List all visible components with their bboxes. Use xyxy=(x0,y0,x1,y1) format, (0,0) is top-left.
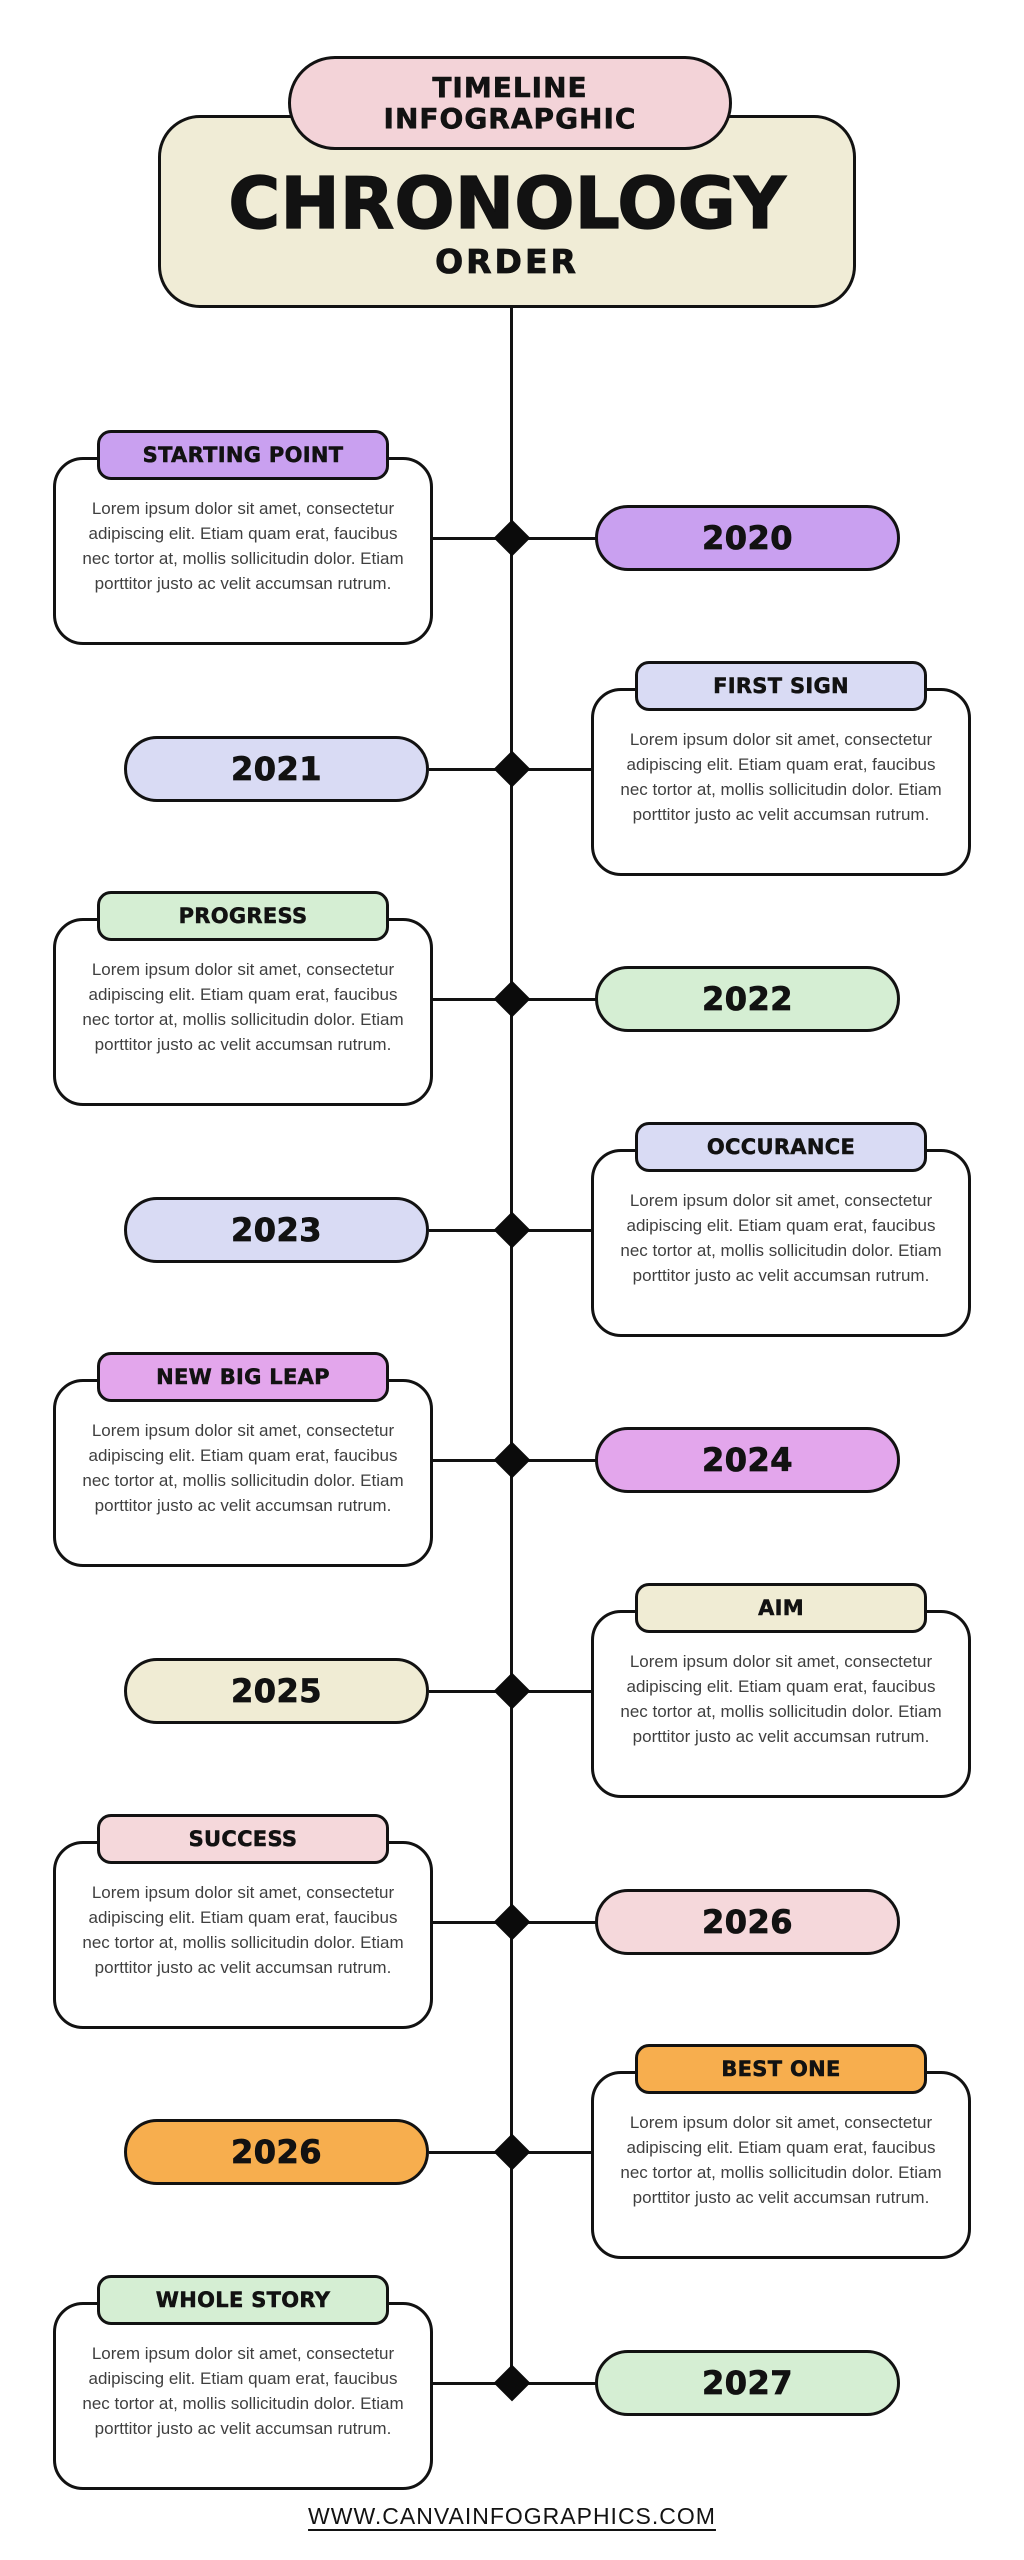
year-pill: 2026 xyxy=(595,1889,900,1955)
event-card: PROGRESS Lorem ipsum dolor sit amet, con… xyxy=(53,891,433,1106)
event-card: SUCCESS Lorem ipsum dolor sit amet, cons… xyxy=(53,1814,433,2029)
event-label-pill: NEW BIG LEAP xyxy=(97,1352,389,1402)
event-description: Lorem ipsum dolor sit amet, consectetur … xyxy=(82,960,404,1054)
diamond-marker xyxy=(493,750,531,788)
diamond-marker xyxy=(493,980,531,1018)
event-label-pill: OCCURANCE xyxy=(635,1122,927,1172)
event-description: Lorem ipsum dolor sit amet, consectetur … xyxy=(82,499,404,593)
year-pill: 2025 xyxy=(124,1658,429,1724)
event-card: AIM Lorem ipsum dolor sit amet, consecte… xyxy=(591,1583,971,1798)
year-text: 2020 xyxy=(701,519,794,558)
event-label-pill: BEST ONE xyxy=(635,2044,927,2094)
badge-line-2: INFOGRAPGHIC xyxy=(383,102,637,135)
page-title: CHRONOLOGY xyxy=(228,162,787,245)
diamond-marker xyxy=(493,2364,531,2402)
year-pill: 2020 xyxy=(595,505,900,571)
year-text: 2025 xyxy=(230,1672,323,1711)
event-description: Lorem ipsum dolor sit amet, consectetur … xyxy=(620,2113,942,2207)
event-card: NEW BIG LEAP Lorem ipsum dolor sit amet,… xyxy=(53,1352,433,1567)
footer: WWW.CANVAINFOGRAPHICS.COM xyxy=(0,2503,1024,2530)
event-label-pill: WHOLE STORY xyxy=(97,2275,389,2325)
year-pill: 2023 xyxy=(124,1197,429,1263)
year-pill: 2027 xyxy=(595,2350,900,2416)
event-description: Lorem ipsum dolor sit amet, consectetur … xyxy=(82,1421,404,1515)
year-text: 2023 xyxy=(230,1211,323,1250)
event-description: Lorem ipsum dolor sit amet, consectetur … xyxy=(620,1652,942,1746)
event-description: Lorem ipsum dolor sit amet, consectetur … xyxy=(82,2344,404,2438)
event-description: Lorem ipsum dolor sit amet, consectetur … xyxy=(620,730,942,824)
event-card: STARTING POINT Lorem ipsum dolor sit ame… xyxy=(53,430,433,645)
event-label-pill: AIM xyxy=(635,1583,927,1633)
website-link[interactable]: WWW.CANVAINFOGRAPHICS.COM xyxy=(308,2503,716,2529)
year-pill: 2026 xyxy=(124,2119,429,2185)
year-text: 2021 xyxy=(230,750,323,789)
year-text: 2024 xyxy=(701,1441,794,1480)
year-pill: 2024 xyxy=(595,1427,900,1493)
header-badge: TIMELINE INFOGRAPGHIC xyxy=(288,56,732,150)
diamond-marker xyxy=(493,2133,531,2171)
year-text: 2022 xyxy=(701,980,794,1019)
badge-line-1: TIMELINE xyxy=(432,71,588,104)
year-text: 2026 xyxy=(701,1903,794,1942)
event-card: FIRST SIGN Lorem ipsum dolor sit amet, c… xyxy=(591,661,971,876)
timeline-spine xyxy=(510,308,513,2383)
year-pill: 2021 xyxy=(124,736,429,802)
year-pill: 2022 xyxy=(595,966,900,1032)
event-label-pill: PROGRESS xyxy=(97,891,389,941)
diamond-marker xyxy=(493,1903,531,1941)
event-label-pill: FIRST SIGN xyxy=(635,661,927,711)
diamond-marker xyxy=(493,1672,531,1710)
year-text: 2027 xyxy=(701,2364,794,2403)
event-description: Lorem ipsum dolor sit amet, consectetur … xyxy=(82,1883,404,1977)
event-card: WHOLE STORY Lorem ipsum dolor sit amet, … xyxy=(53,2275,433,2490)
event-description: Lorem ipsum dolor sit amet, consectetur … xyxy=(620,1191,942,1285)
event-label-pill: STARTING POINT xyxy=(97,430,389,480)
event-card: OCCURANCE Lorem ipsum dolor sit amet, co… xyxy=(591,1122,971,1337)
page-subtitle: ORDER xyxy=(435,242,579,281)
event-card: BEST ONE Lorem ipsum dolor sit amet, con… xyxy=(591,2044,971,2259)
diamond-marker xyxy=(493,1441,531,1479)
diamond-marker xyxy=(493,1211,531,1249)
year-text: 2026 xyxy=(230,2133,323,2172)
diamond-marker xyxy=(493,519,531,557)
event-label-pill: SUCCESS xyxy=(97,1814,389,1864)
